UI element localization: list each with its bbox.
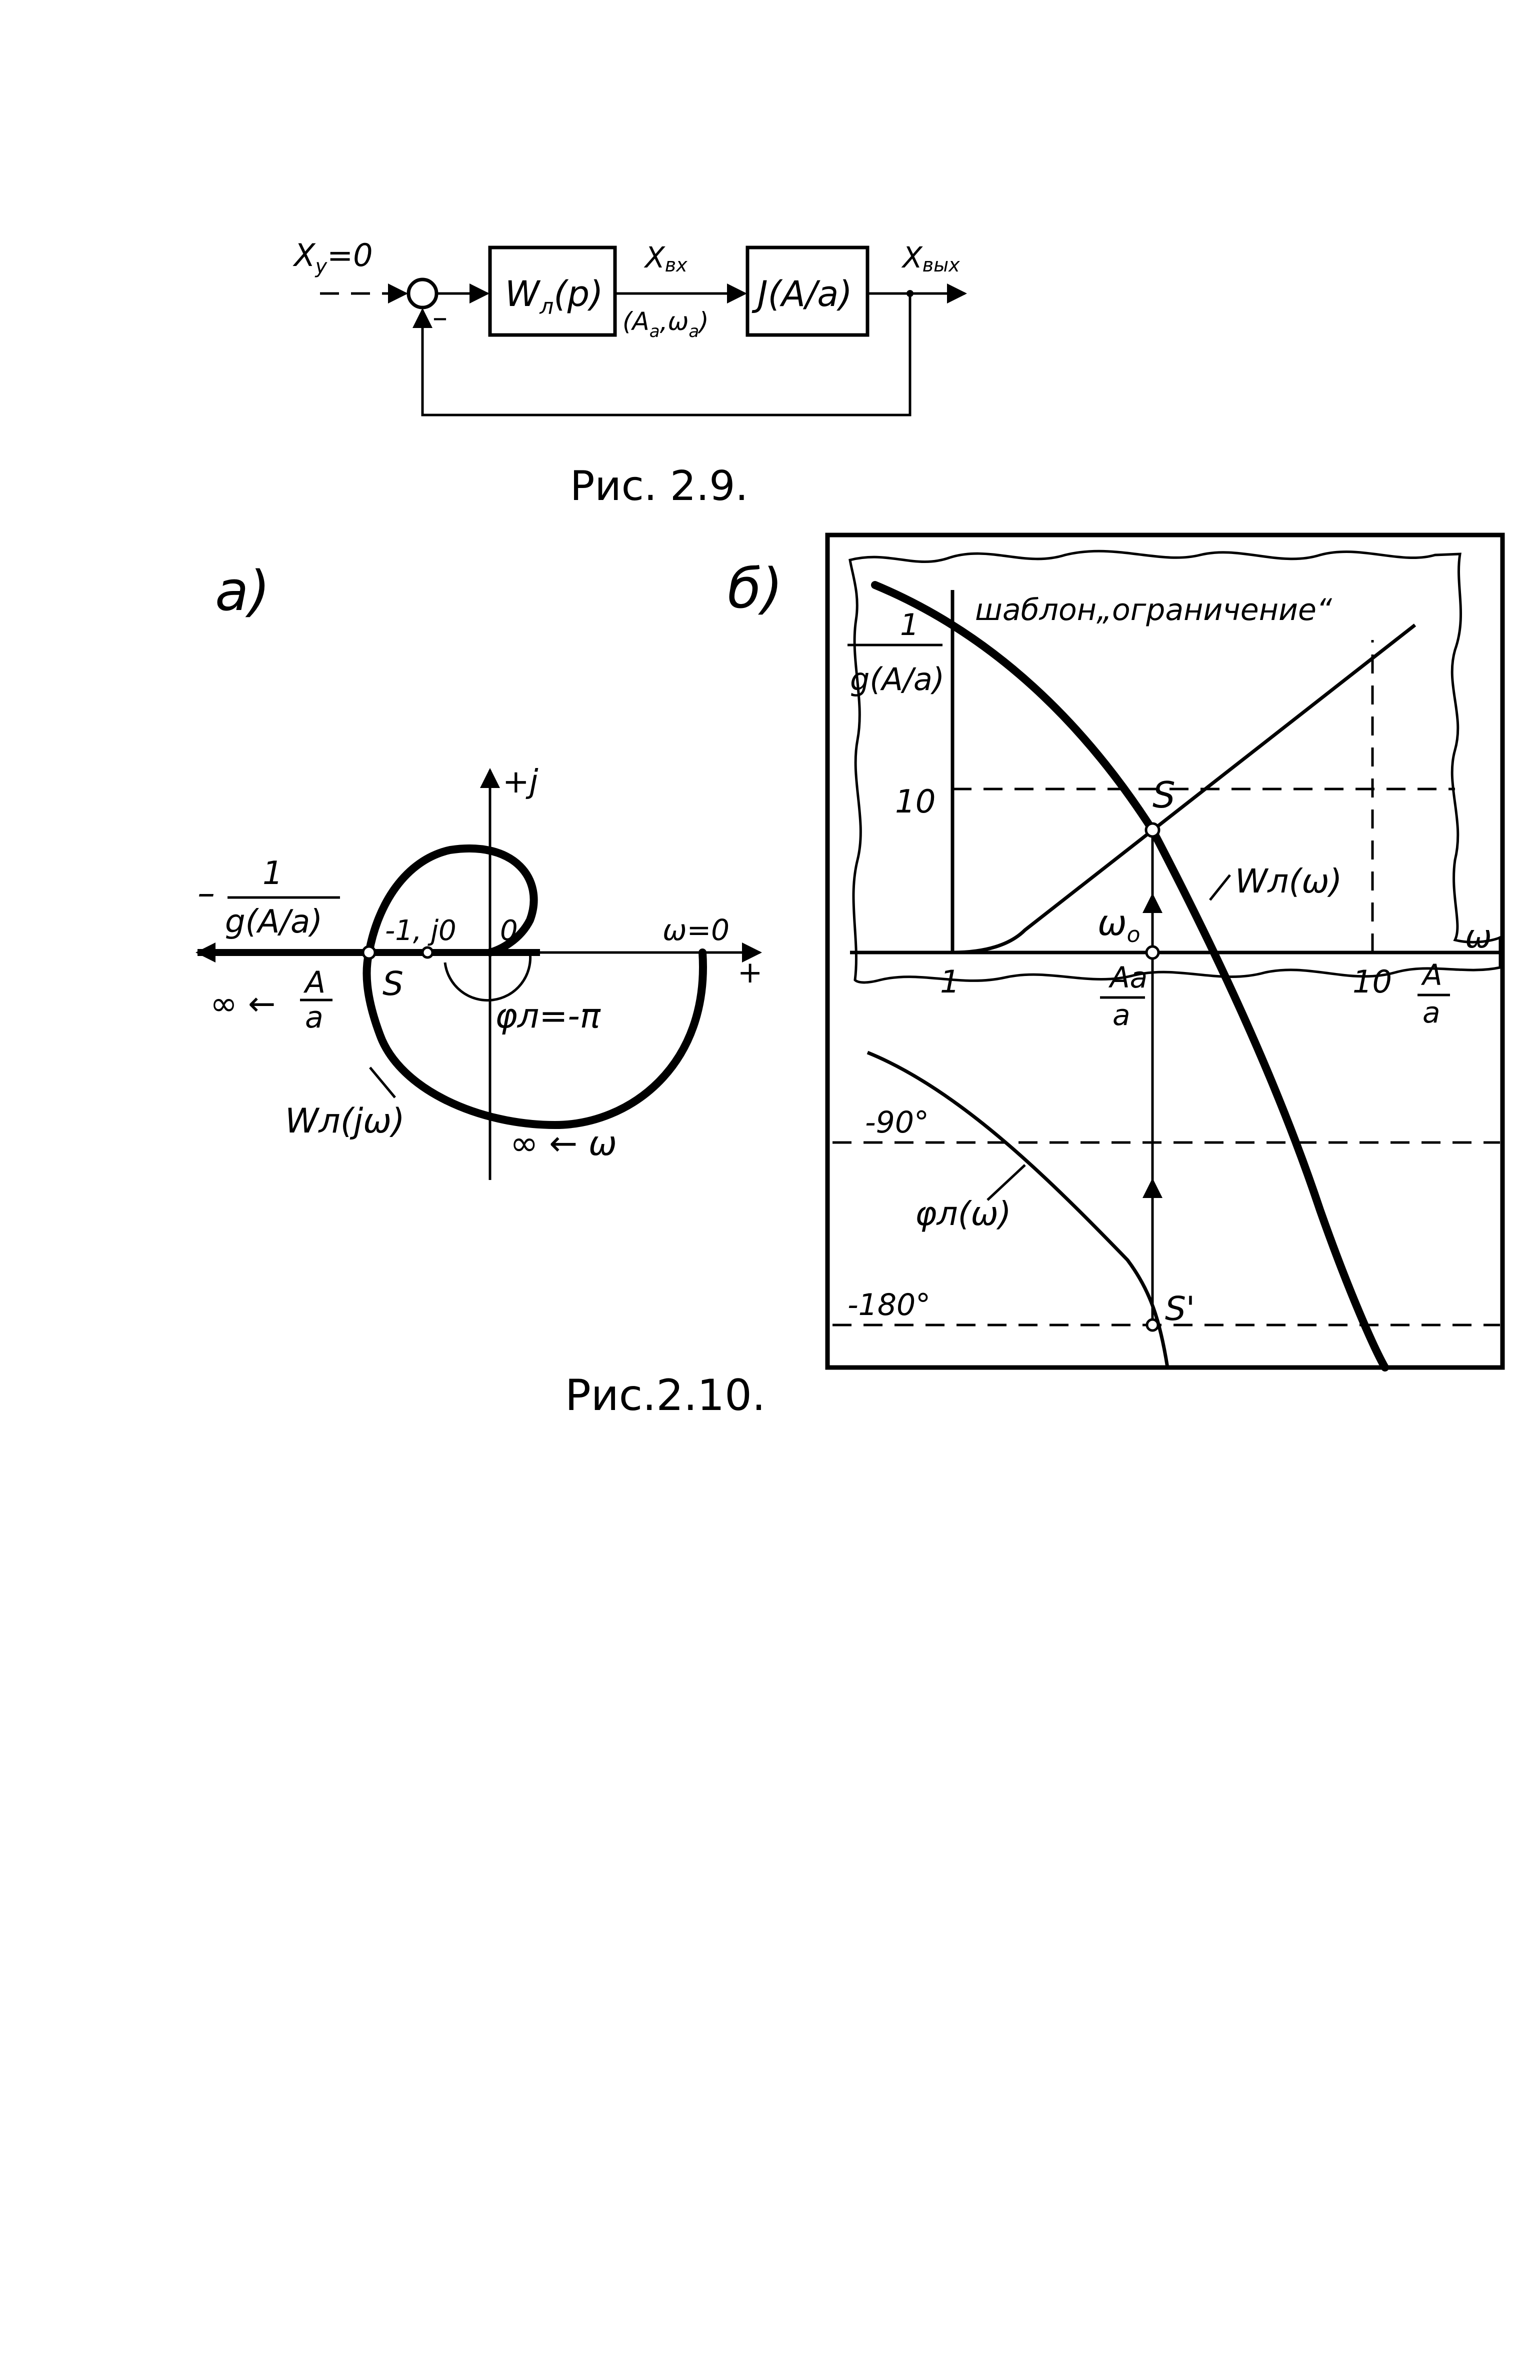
- minus-sign: –: [432, 300, 448, 335]
- omega-zero-label: ω=0: [662, 913, 730, 947]
- output-label: Xвых: [901, 240, 960, 276]
- panel-label-b: б): [728, 556, 783, 620]
- omega0-label: ωo: [1098, 902, 1140, 948]
- magnitude-leader-line: [1209, 874, 1231, 901]
- origin-label: 0: [500, 914, 518, 947]
- fig-2-9-block-diagram: Xу=0 – Wл(p) Xвх (Aa,ωa) J(A/a) Xвых Рис…: [292, 237, 967, 510]
- S-prime-label: S': [1165, 1290, 1195, 1328]
- intersection-point-S: [362, 945, 376, 960]
- phase-leader-line: [986, 1164, 1026, 1201]
- block2-text: J(A/a): [752, 274, 852, 314]
- block1-text: Wл(p): [505, 274, 603, 320]
- A-denominator: a: [305, 1000, 324, 1035]
- phase-curve-label: φл(ω): [915, 1194, 1012, 1233]
- template-boundary: [848, 550, 1502, 984]
- input-label: Xу=0: [292, 237, 373, 278]
- phase-arc: [444, 952, 532, 1002]
- infinity-A-label: ∞ ←: [210, 984, 276, 1023]
- y-tick-10: 10: [895, 784, 936, 820]
- magnitude-curve: [871, 581, 1389, 1372]
- inverse-minus: –: [198, 872, 215, 914]
- imag-axis-label: +j: [502, 764, 538, 800]
- Aa-denominator: a: [1112, 998, 1130, 1032]
- fig-2-10a-nyquist-plot: а) +j + 0 -1, j0 ω=0 – 1 g(A/a) ∞ ← A a …: [196, 559, 762, 1180]
- curve-label: Wл(jω): [285, 1102, 405, 1141]
- A-numerator: A: [303, 965, 326, 1000]
- x-tick-1: 1: [940, 964, 960, 1000]
- nyquist-curve: [362, 844, 707, 1130]
- fig-2-10b-template-plot: б) шаблон„ограничение“ 1 g(A/a) 10 S Wл(…: [728, 532, 1505, 1372]
- point-S-prime: [1146, 1318, 1160, 1332]
- inverse-denominator-b: g(A/a): [850, 661, 944, 698]
- panel-label-a: а): [215, 559, 270, 623]
- minus-90-label: -90°: [865, 1105, 929, 1140]
- block-linear-part: [488, 246, 617, 337]
- infinity-omega-label: ∞ ← ω: [510, 1124, 617, 1164]
- caption-2-10: Рис.2.10.: [565, 1370, 766, 1420]
- real-axis-plus: +: [738, 955, 762, 990]
- inverse-numerator: 1: [262, 855, 283, 892]
- magnitude-label: Wл(ω): [1235, 862, 1342, 900]
- Aa-numerator: Aa: [1108, 960, 1148, 994]
- omega-axis-label: ω: [1465, 918, 1492, 956]
- signal-label: Xвх: [644, 240, 688, 276]
- S-label: S: [382, 964, 404, 1003]
- caption-2-9: Рис. 2.9.: [570, 462, 748, 510]
- phase-curve: [866, 1050, 1170, 1368]
- inverse-denominator: g(A/a): [225, 904, 322, 940]
- critical-point: [421, 946, 434, 959]
- phase-label: φл=-π: [495, 996, 601, 1036]
- signal-params: (Aa,ωa): [622, 307, 709, 342]
- critical-point-label: -1, j0: [385, 914, 456, 947]
- block-nonlinear-part: [746, 246, 870, 337]
- feedback-line: [421, 294, 912, 416]
- template-title: шаблон„ограничение“: [975, 592, 1332, 628]
- point-S: [1144, 822, 1160, 838]
- curve-leader-line: [369, 1066, 396, 1098]
- A-axis-numerator: A: [1420, 958, 1442, 992]
- plot-frame: [825, 532, 1505, 1370]
- inverse-numerator-b: 1: [900, 608, 919, 642]
- A-axis-denominator: a: [1422, 996, 1440, 1030]
- label-S: S: [1152, 774, 1176, 816]
- inverse-gain-curve: [952, 624, 1416, 954]
- x-tick-10: 10: [1352, 964, 1392, 1000]
- point-omega0: [1145, 945, 1160, 960]
- minus-180-label: -180°: [848, 1288, 930, 1322]
